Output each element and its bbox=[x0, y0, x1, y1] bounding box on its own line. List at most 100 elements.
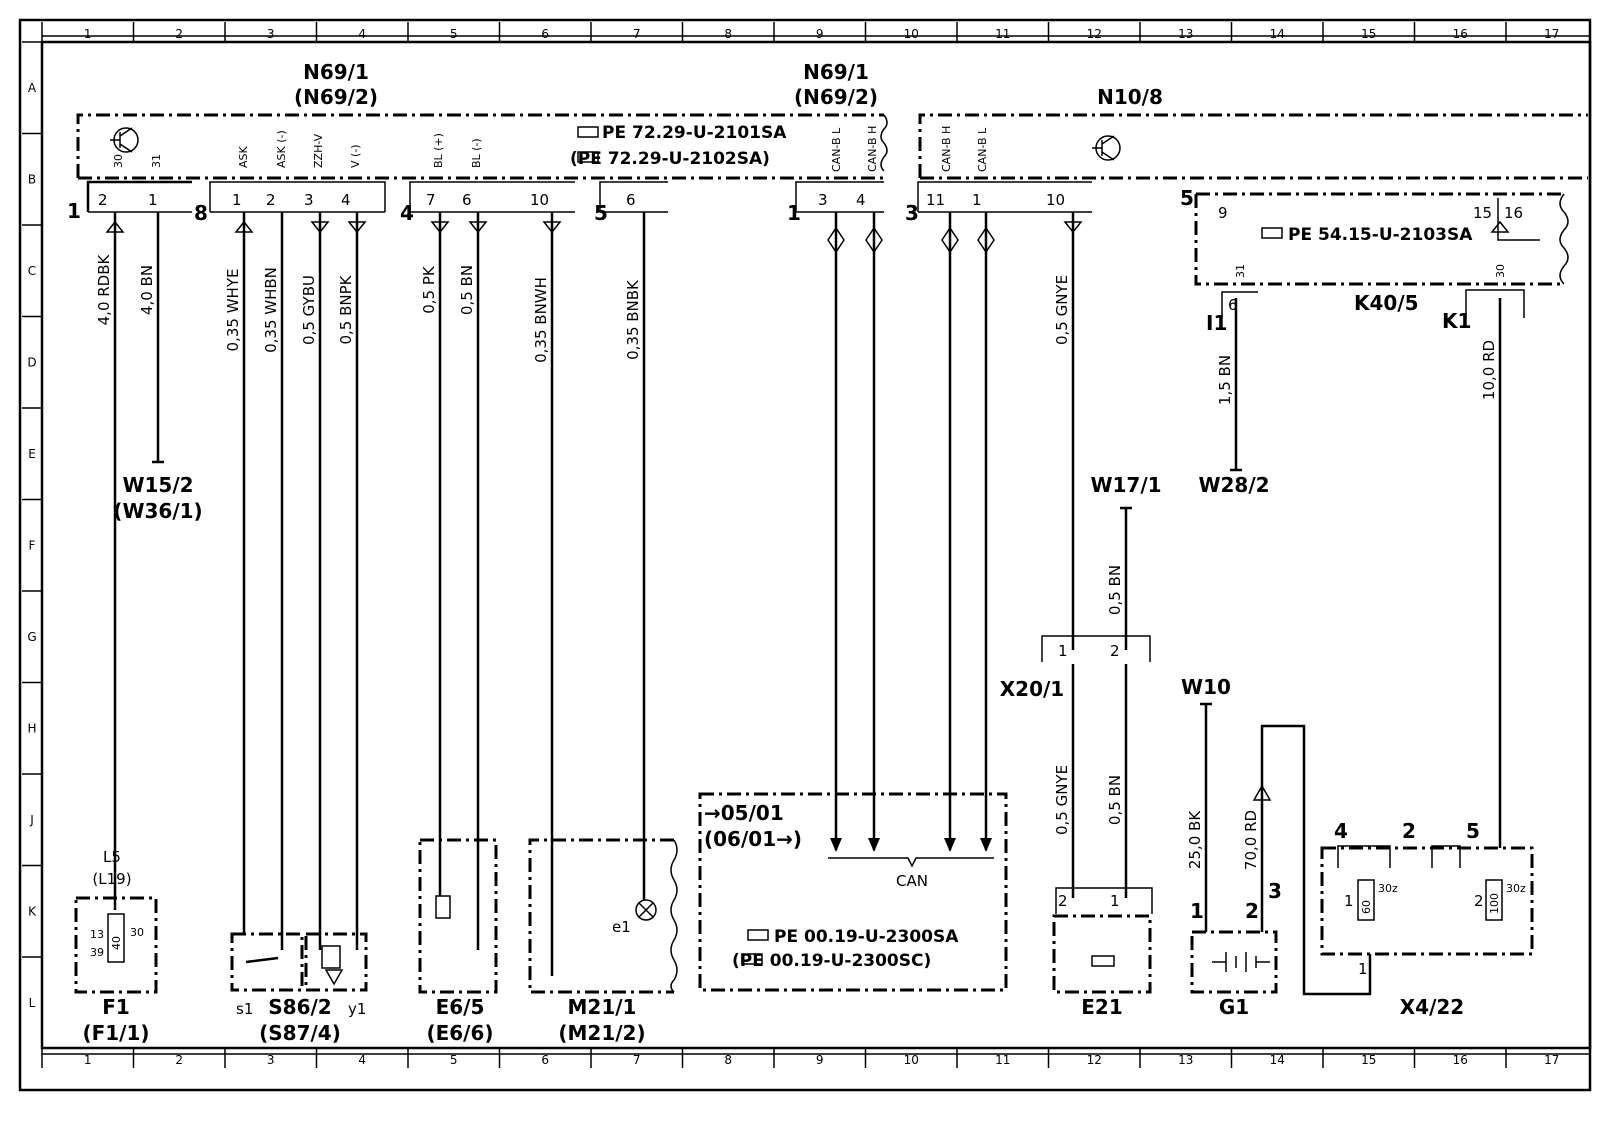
x4-bridge bbox=[1431, 845, 1461, 868]
connector-x20-1-label: X20/1 bbox=[1000, 677, 1064, 701]
reference-pe-72-29-2102: (PE 72.29-U-2102SA) bbox=[570, 149, 770, 169]
component-m21-2-label: (M21/2) bbox=[558, 1021, 645, 1045]
component-e21-box bbox=[1052, 914, 1152, 994]
reference-pe-54-15-2103: PE 54.15-U-2103SA bbox=[1288, 225, 1473, 245]
wire-label: 0,5 BN bbox=[1106, 565, 1124, 615]
pin-label: CAN-B L bbox=[976, 127, 989, 172]
pin-number: 39 bbox=[90, 946, 104, 959]
pin-arrow-icon bbox=[1063, 221, 1083, 234]
grid-column-label: 1 bbox=[84, 27, 92, 41]
connector-number: 5 bbox=[1180, 186, 1194, 210]
reference-pe-00-19-2300sc: (PE 00.19-U-2300SC) bbox=[732, 951, 931, 971]
pin-number: 1 bbox=[1190, 899, 1204, 923]
arrow-icon bbox=[1252, 784, 1272, 801]
wire-label: 0,35 BNWH bbox=[532, 277, 550, 363]
wire-label: 0,5 GNYE bbox=[1053, 275, 1071, 345]
fuse-icon bbox=[1485, 879, 1503, 921]
inner-frame bbox=[40, 40, 1592, 1050]
wire-label: 10,0 RD bbox=[1480, 340, 1498, 400]
bulb-icon bbox=[635, 899, 657, 921]
book-icon bbox=[1261, 227, 1283, 239]
pin-number: 2 bbox=[1245, 899, 1259, 923]
component-s1-label: s1 bbox=[236, 1000, 253, 1018]
pin-number: 9 bbox=[1218, 204, 1228, 222]
pin-number: 13 bbox=[90, 928, 104, 941]
connector-bar bbox=[409, 181, 575, 212]
grid-column-label: 10 bbox=[904, 1053, 919, 1067]
reference-pe-00-19-2300sa: PE 00.19-U-2300SA bbox=[774, 927, 959, 947]
pin-label: 31 bbox=[1234, 264, 1247, 278]
pin-number: 3 bbox=[818, 191, 828, 209]
connector-x20-1 bbox=[1041, 635, 1151, 662]
grid-column-label: 3 bbox=[267, 1053, 275, 1067]
module-k40-break bbox=[1559, 193, 1569, 285]
pin-label: ASK bbox=[237, 145, 250, 168]
grid-column-label: 7 bbox=[633, 27, 641, 41]
pin-number: 2 bbox=[1110, 642, 1120, 660]
connector-number: 8 bbox=[194, 201, 208, 225]
book-icon bbox=[741, 953, 763, 965]
grid-column-label: 10 bbox=[904, 27, 919, 41]
grid-column-label: 2 bbox=[175, 27, 183, 41]
heater-icon bbox=[1091, 955, 1115, 967]
grid-column-label: 16 bbox=[1453, 1053, 1468, 1067]
wire-label: 0,5 PK bbox=[420, 265, 438, 314]
wire-label: 1,5 BN bbox=[1216, 355, 1234, 405]
wire-battery-feed bbox=[1260, 724, 1372, 996]
grid-column-label: 2 bbox=[175, 1053, 183, 1067]
pin-number: 7 bbox=[426, 191, 436, 209]
component-g1-label: G1 bbox=[1219, 995, 1249, 1019]
connector-number: 3 bbox=[905, 201, 919, 225]
pin-number: 2 bbox=[266, 191, 276, 209]
pin-arrow-icon bbox=[542, 221, 562, 234]
grid-column-label: 15 bbox=[1361, 1053, 1376, 1067]
can-label: CAN bbox=[896, 872, 928, 890]
pin-number: 4 bbox=[341, 191, 351, 209]
pin-number: 1 bbox=[1344, 892, 1354, 910]
arrow-icon bbox=[868, 838, 880, 852]
pin-number: 3 bbox=[1268, 879, 1282, 903]
component-f1-1-label: (F1/1) bbox=[82, 1021, 149, 1045]
connector-bar bbox=[917, 181, 1092, 212]
grid-column-label: 8 bbox=[724, 1053, 732, 1067]
fuse-icon bbox=[107, 913, 125, 963]
fuse-rating: 100 bbox=[1488, 893, 1501, 914]
pin-number: 1 bbox=[1058, 642, 1068, 660]
grid-row-label: K bbox=[28, 904, 37, 918]
grid-column-label: 13 bbox=[1178, 27, 1193, 41]
connector-number: 5 bbox=[594, 201, 608, 225]
pin-number: 10 bbox=[1046, 191, 1065, 209]
pin-number: 2 bbox=[1058, 892, 1068, 910]
connector-number: I1 bbox=[1206, 311, 1227, 335]
pin-number: 6 bbox=[626, 191, 636, 209]
grid-column-label: 7 bbox=[633, 1053, 641, 1067]
component-e6-box bbox=[418, 838, 498, 994]
module-n69-right-alt-label: (N69/2) bbox=[794, 85, 878, 109]
grid-row-label: G bbox=[27, 630, 36, 644]
connector-bar bbox=[599, 181, 668, 212]
pin-arrow-icon bbox=[234, 220, 254, 233]
pin-arrow-icon bbox=[468, 221, 488, 234]
pin-marks bbox=[105, 220, 1510, 254]
pin-number: 3 bbox=[304, 191, 314, 209]
grid-column-label: 11 bbox=[995, 1053, 1010, 1067]
component-x4-box bbox=[1320, 846, 1534, 956]
pin-diamond-icon bbox=[941, 226, 959, 254]
grid-row-label: A bbox=[28, 81, 37, 95]
grid-column-label: 1 bbox=[84, 1053, 92, 1067]
pin-label: CAN-B H bbox=[940, 126, 953, 172]
component-s87-label: (S87/4) bbox=[259, 1021, 341, 1045]
pin-label: 30 bbox=[112, 154, 125, 168]
module-n10-border bbox=[918, 113, 1588, 178]
pin-diamond-icon bbox=[827, 226, 845, 254]
ground-w17-1: W17/1 bbox=[1090, 473, 1161, 497]
grid-column-label: 9 bbox=[816, 27, 824, 41]
pin-number: 1 bbox=[148, 191, 158, 209]
pin-arrow-icon bbox=[430, 221, 450, 234]
grid-column-label: 12 bbox=[1087, 1053, 1102, 1067]
wire-label: 0,5 BN bbox=[1106, 775, 1124, 825]
pin-number: 4 bbox=[1334, 819, 1348, 843]
battery-icon bbox=[1212, 952, 1270, 972]
grid-row-label: D bbox=[27, 355, 36, 369]
